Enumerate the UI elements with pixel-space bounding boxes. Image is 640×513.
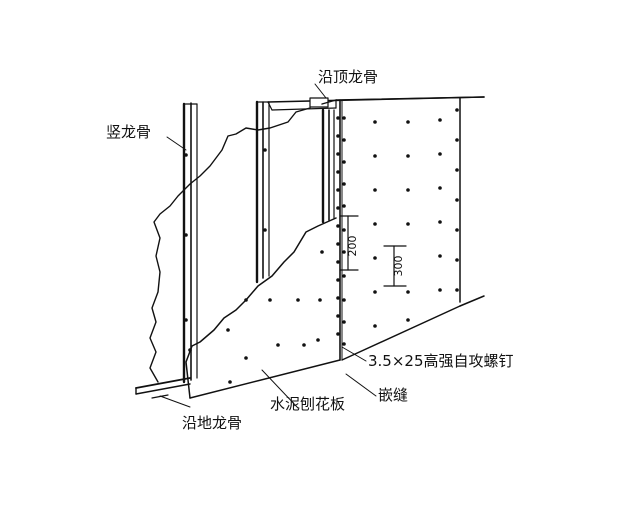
screw-label: 3.5×25高强自攻螺钉 xyxy=(368,352,514,370)
dimension-200-label: 200 xyxy=(346,236,359,257)
top-track-label: 沿顶龙骨 xyxy=(318,68,378,86)
vertical-stud-2 xyxy=(255,100,270,284)
screw-dots xyxy=(184,108,459,384)
floor-track xyxy=(135,377,191,399)
back-sheathing-edge xyxy=(149,99,337,383)
front-board xyxy=(185,99,343,399)
vertical-stud-label: 竖龙骨 xyxy=(106,123,151,141)
board-label: 水泥刨花板 xyxy=(270,395,345,413)
leader-lines xyxy=(159,83,377,409)
vertical-stud-3 xyxy=(321,108,335,224)
floor-track-label: 沿地龙骨 xyxy=(182,414,242,432)
vertical-stud-1 xyxy=(182,102,198,384)
joint-label: 嵌缝 xyxy=(378,386,408,404)
main-board-panel xyxy=(335,96,485,361)
dimension-marks xyxy=(339,215,407,287)
dimension-300-label: 300 xyxy=(392,256,405,277)
